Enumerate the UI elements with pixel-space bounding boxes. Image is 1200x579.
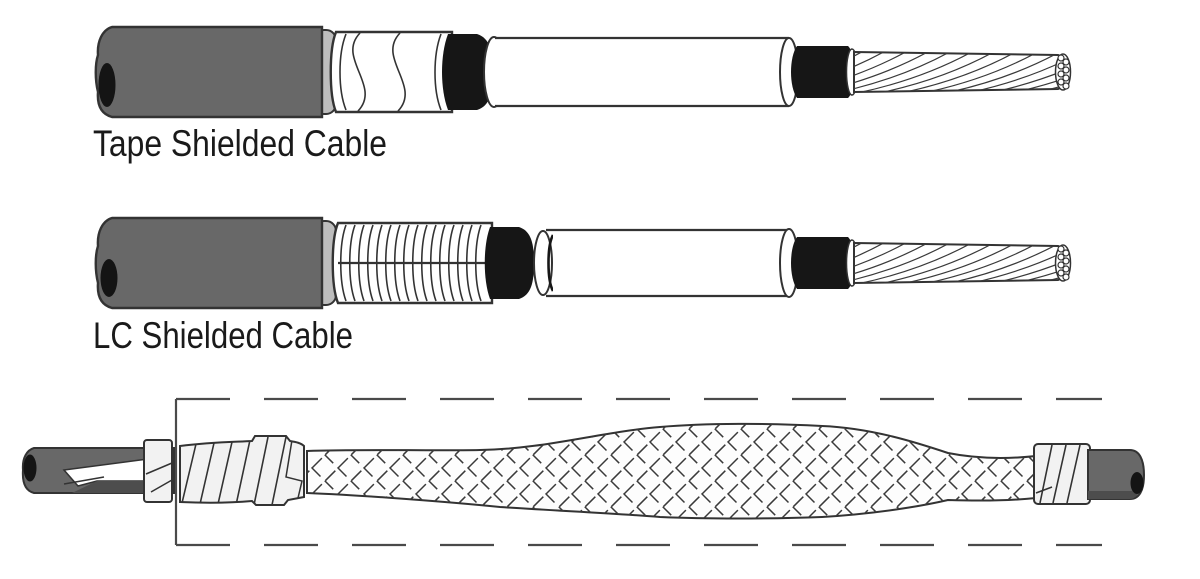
braid-mesh-pattern — [307, 423, 1036, 519]
jacket-peel-strip — [72, 481, 144, 493]
cable-jacket — [94, 25, 324, 119]
conductor-semicon — [791, 46, 854, 98]
shield-semicon-ring — [442, 34, 493, 110]
shield-semicon-ring — [484, 227, 534, 299]
braided-splice-body — [306, 422, 1037, 520]
jacket-score-line — [63, 476, 105, 485]
splice-extent-frame — [174, 397, 1102, 547]
figure-cable-splice — [21, 397, 1146, 547]
cable-end-face — [1130, 472, 1144, 494]
insulation-cut-face — [533, 230, 553, 296]
cable-end-face — [23, 454, 37, 482]
figure-lc-shielded-cable: LC Shielded Cable — [93, 216, 1072, 356]
wire-shield — [331, 221, 494, 305]
lc-shielded-cable-label: LC Shielded Cable — [93, 315, 353, 356]
insulation — [495, 36, 799, 108]
left-cable — [21, 447, 175, 494]
right-cable — [1087, 449, 1146, 500]
conductor-semicon — [791, 237, 854, 289]
strand-ends — [1057, 245, 1070, 281]
jacket-bottom-shadow — [1088, 483, 1141, 499]
strand-ends — [1057, 54, 1070, 90]
insulation-edge-shadow — [547, 234, 555, 292]
tape-shielded-cable-label: Tape Shielded Cable — [93, 123, 387, 164]
stranded-conductor — [853, 50, 1072, 94]
cable-end-face — [98, 63, 116, 107]
stranded-conductor — [853, 241, 1072, 285]
tape-shield — [329, 30, 454, 114]
figure-tape-shielded-cable: Tape Shielded Cable — [93, 25, 1072, 164]
right-binding-collar — [1033, 443, 1091, 505]
insulation — [546, 228, 799, 298]
cable-jacket — [94, 216, 324, 310]
cable-end-face — [100, 259, 118, 297]
tape-wrap-taper — [179, 435, 305, 506]
left-binding-collar — [143, 439, 173, 503]
